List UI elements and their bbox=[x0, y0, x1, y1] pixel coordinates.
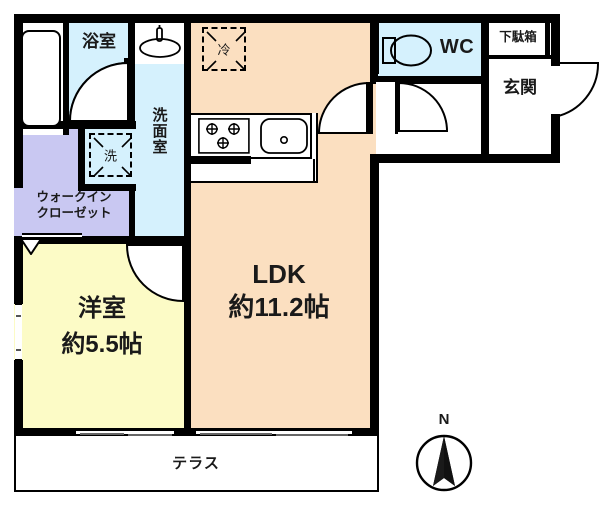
bedroom-window[interactable] bbox=[76, 429, 174, 436]
wall-right-entrance-2 bbox=[551, 118, 560, 163]
compass-label: N bbox=[438, 411, 450, 428]
wall-left-outer-2 bbox=[14, 128, 23, 188]
room-label-bedroom-area: 約5.5帖 bbox=[61, 331, 143, 358]
wall-shoebox-bottom bbox=[489, 54, 551, 59]
room-label-wc: WC bbox=[439, 36, 475, 58]
room-fill-ldk bbox=[186, 22, 370, 436]
front-door[interactable] bbox=[556, 62, 600, 118]
room-label-washroom: 洗 面 室 bbox=[152, 107, 168, 156]
wall-bedroom-top bbox=[14, 236, 190, 244]
wall-ldk-left-lower bbox=[184, 236, 191, 436]
wall-entrance-bottom bbox=[486, 154, 560, 163]
wall-wc-left bbox=[370, 14, 378, 82]
room-fill-washer-alcove bbox=[84, 128, 136, 184]
wc-door[interactable] bbox=[398, 82, 448, 132]
terrace-area bbox=[14, 436, 379, 492]
room-label-shoebox: 下駄箱 bbox=[499, 30, 537, 44]
wall-right-entrance bbox=[551, 14, 560, 62]
kitchen-sink bbox=[260, 118, 308, 154]
washroom-ldk-partition bbox=[186, 100, 190, 184]
room-label-ldk-area: 約11.2帖 bbox=[228, 292, 330, 322]
wall-left-outer-3 bbox=[14, 244, 23, 304]
room-label-closet-line1: ウォークイン bbox=[36, 190, 112, 204]
hall-left-door[interactable] bbox=[376, 82, 398, 134]
wall-washroom-left-upper bbox=[128, 22, 135, 122]
washing-machine-slot: 洗 bbox=[89, 133, 132, 177]
wall-closet-right bbox=[78, 128, 85, 190]
front-door-jamb-2 bbox=[551, 114, 560, 120]
refrigerator-slot: 冷 bbox=[202, 27, 246, 71]
room-label-entrance: 玄関 bbox=[503, 78, 537, 97]
washer-label: 洗 bbox=[103, 148, 117, 164]
shoe-cabinet bbox=[489, 23, 551, 55]
wall-bath-tub-divider bbox=[63, 22, 69, 135]
room-label-ldk-name: LDK bbox=[252, 259, 306, 289]
gas-stove-3burner bbox=[198, 118, 250, 154]
bath-door[interactable] bbox=[69, 62, 129, 122]
wall-closet-top bbox=[14, 122, 23, 130]
bedroom-door[interactable] bbox=[126, 244, 184, 302]
room-label-closet-line2: クローゼット bbox=[36, 206, 112, 220]
wall-bath-bottom bbox=[14, 121, 136, 129]
wall-top-right bbox=[374, 14, 560, 23]
bathtub bbox=[21, 30, 61, 127]
ldk-hall-door[interactable] bbox=[318, 82, 370, 134]
kitchen-counter bbox=[191, 113, 315, 159]
vanity-sink bbox=[135, 23, 185, 64]
toilet bbox=[382, 28, 434, 73]
wall-wc-bottom bbox=[370, 76, 486, 84]
closet-opening-arrow bbox=[20, 239, 42, 255]
wall-hall-bottom bbox=[370, 154, 490, 163]
shoe-cabinet-divider bbox=[545, 23, 550, 55]
kitchen-counter-wallstub bbox=[191, 156, 251, 164]
room-label-bath: 浴室 bbox=[82, 32, 116, 51]
closet-opening[interactable] bbox=[22, 233, 82, 239]
ldk-terrace-door[interactable] bbox=[196, 429, 352, 436]
room-fill-closet-ext bbox=[14, 190, 134, 238]
compass-rose: N bbox=[400, 411, 488, 500]
wall-left-outer-4 bbox=[14, 360, 23, 440]
wall-ldk-right bbox=[370, 154, 379, 436]
front-door-jamb bbox=[551, 60, 560, 66]
wall-washer-bottom bbox=[78, 184, 136, 191]
bedroom-side-window[interactable] bbox=[15, 303, 22, 361]
room-label-bedroom-name: 洋室 bbox=[78, 295, 126, 322]
wall-washroom-left-lower bbox=[129, 184, 135, 244]
bath-door-jamb bbox=[124, 58, 131, 64]
wall-entrance-left bbox=[481, 14, 489, 162]
ldk-hall-door-jamb bbox=[366, 82, 373, 134]
fridge-label: 冷 bbox=[217, 42, 231, 58]
room-label-terrace: テラス bbox=[172, 455, 220, 472]
wall-left-outer bbox=[14, 14, 23, 139]
wall-top-left bbox=[14, 14, 374, 23]
